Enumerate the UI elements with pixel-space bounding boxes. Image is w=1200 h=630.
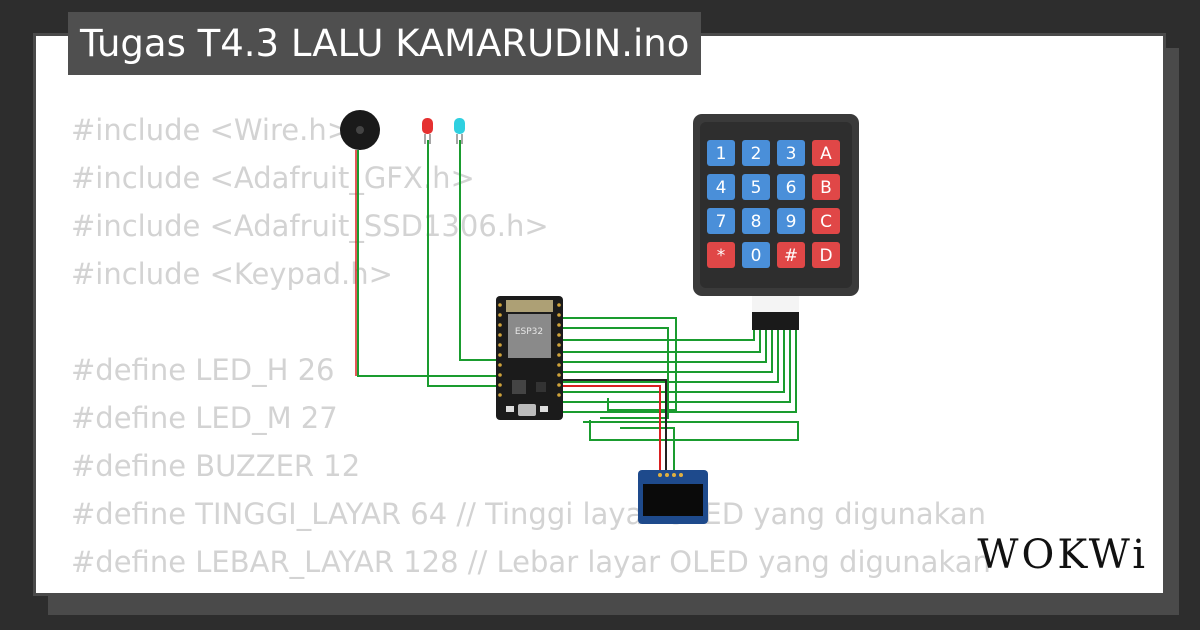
keypad-key-label: 5 — [751, 178, 762, 198]
code-line: #define BUZZER 12 — [71, 449, 361, 483]
keypad-key-label: 7 — [716, 212, 727, 232]
keypad-key[interactable]: 1 — [707, 140, 735, 166]
page-title: Tugas T4.3 LALU KAMARUDIN.ino — [68, 12, 702, 75]
keypad-key-label: 3 — [786, 144, 797, 164]
keypad-key[interactable]: # — [777, 242, 805, 268]
wires — [355, 140, 799, 472]
esp32-label: ESP32 — [515, 327, 543, 337]
keypad-key[interactable]: C — [812, 208, 840, 234]
keypad-key[interactable]: 0 — [742, 242, 770, 268]
preview-card: #include <Wire.h> #include <Adafruit_GFX… — [33, 33, 1166, 596]
code-line: #include <Wire.h> — [71, 113, 352, 147]
buzzer[interactable] — [340, 110, 380, 150]
keypad-key[interactable]: 7 — [707, 208, 735, 234]
keypad-key-label: 9 — [786, 212, 797, 232]
led-cyan[interactable] — [454, 118, 465, 144]
keypad-key[interactable]: 4 — [707, 174, 735, 200]
keypad-key[interactable]: 6 — [777, 174, 805, 200]
keypad-key[interactable]: 9 — [777, 208, 805, 234]
keypad-key[interactable]: * — [707, 242, 735, 268]
keypad[interactable]: 1 2 3 A 4 5 6 B 7 8 9 C * 0 # D — [693, 114, 859, 330]
oled-display[interactable] — [638, 470, 708, 524]
wokwi-logo: WOKWi — [977, 532, 1148, 578]
keypad-key-label: C — [820, 212, 832, 232]
keypad-key[interactable]: A — [812, 140, 840, 166]
keypad-key-label: 2 — [751, 144, 762, 164]
code-line: #include <Adafruit_GFX.h> — [71, 161, 475, 195]
code-line: #define LED_H 26 — [71, 353, 335, 387]
code-line: #include <Adafruit_SSD1306.h> — [71, 209, 549, 243]
keypad-key[interactable]: 8 — [742, 208, 770, 234]
keypad-key-label: D — [819, 246, 832, 266]
keypad-key-label: 1 — [716, 144, 727, 164]
keypad-key-label: B — [820, 178, 832, 198]
keypad-key-label: 4 — [716, 178, 727, 198]
esp32-board[interactable]: ESP32 — [496, 296, 563, 420]
keypad-key-label: * — [717, 246, 726, 266]
keypad-key-label: 8 — [751, 212, 762, 232]
keypad-key[interactable]: 5 — [742, 174, 770, 200]
keypad-key[interactable]: 3 — [777, 140, 805, 166]
code-line: #define LED_M 27 — [71, 401, 338, 435]
keypad-key-label: 6 — [786, 178, 797, 198]
code-line: #define LEBAR_LAYAR 128 // Lebar layar O… — [71, 545, 991, 579]
keypad-key-label: # — [784, 246, 798, 266]
keypad-key-label: 0 — [751, 246, 762, 266]
keypad-key[interactable]: B — [812, 174, 840, 200]
led-red[interactable] — [422, 118, 433, 144]
code-line: #include <Keypad.h> — [71, 257, 393, 291]
keypad-key-label: A — [820, 144, 832, 164]
keypad-key[interactable]: D — [812, 242, 840, 268]
keypad-key[interactable]: 2 — [742, 140, 770, 166]
